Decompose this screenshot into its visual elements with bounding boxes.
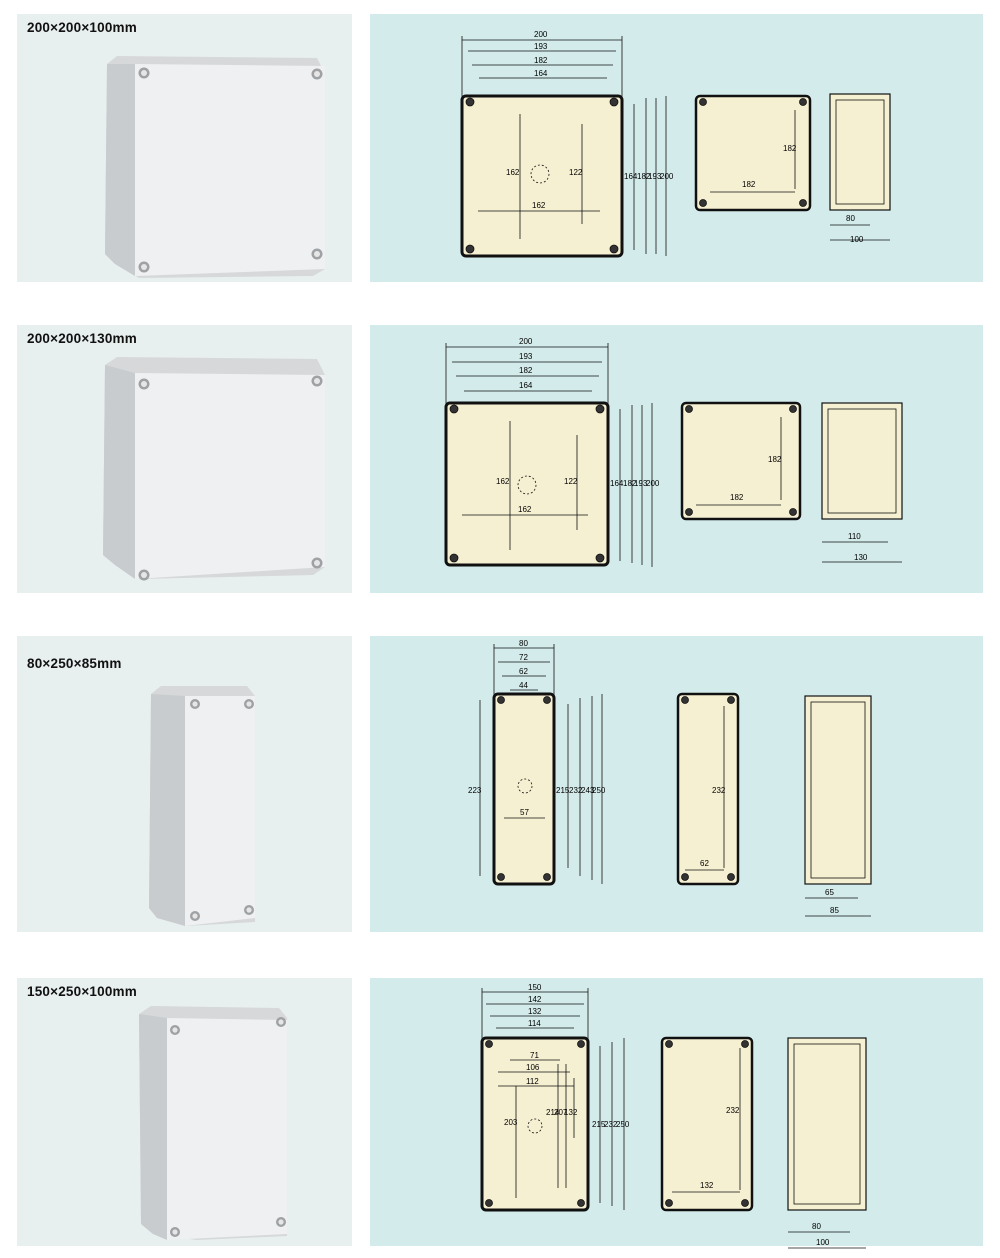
dim-label: 203 [504, 1118, 518, 1127]
product-row-3: 80×250×85mm [0, 636, 1000, 932]
technical-drawing-panel: 200 193 182 164 162 122 162 164 182 193 … [370, 325, 983, 593]
enclosure-photo [103, 357, 325, 581]
dim-label: 100 [850, 235, 864, 244]
technical-drawing [460, 36, 891, 258]
enclosure-photo [139, 1006, 287, 1240]
product-size-label: 200×200×130mm [27, 331, 137, 346]
dim-label: 162 [518, 505, 532, 514]
dim-label: 150 [528, 983, 542, 992]
dim-label: 193 [519, 352, 533, 361]
dim-label: 232 [726, 1106, 740, 1115]
dim-label: 164 [624, 172, 638, 181]
dim-label: 182 [730, 493, 744, 502]
dim-label: 80 [519, 639, 528, 648]
product-photo-panel: 200×200×100mm [17, 14, 352, 282]
product-row-1: 200×200×100mm [0, 14, 1000, 282]
product-photo-panel: 80×250×85mm [17, 636, 352, 932]
dim-label: 164 [519, 381, 533, 390]
dim-label: 232 [604, 1120, 618, 1129]
dim-label: 85 [830, 906, 839, 915]
technical-drawing-panel: 200 193 182 164 162 122 162 164 182 193 … [370, 14, 983, 282]
product-size-label: 150×250×100mm [27, 984, 137, 999]
dim-label: 182 [534, 56, 548, 65]
dim-label: 214 [546, 1108, 560, 1117]
dim-label: 162 [496, 477, 510, 486]
product-size-label: 80×250×85mm [27, 656, 122, 671]
dim-label: 122 [564, 477, 578, 486]
product-row-2: 200×200×130mm [0, 325, 1000, 593]
dim-label: 182 [519, 366, 533, 375]
dim-label: 132 [528, 1007, 542, 1016]
dim-label: 200 [534, 30, 548, 39]
dim-label: 162 [506, 168, 520, 177]
dim-label: 57 [520, 808, 529, 817]
technical-drawing-panel: 80 72 62 44 223 57 215 232 243 250 232 6… [370, 636, 983, 932]
dimension-labels: 150 142 132 114 71 106 112 203 214 207 1… [370, 978, 983, 1247]
dim-label: 182 [742, 180, 756, 189]
dim-label: 193 [534, 42, 548, 51]
technical-drawing [479, 644, 872, 917]
dim-label: 250 [616, 1120, 630, 1129]
dim-label: 182 [637, 172, 651, 181]
dim-label: 200 [646, 479, 660, 488]
dim-label: 182 [768, 455, 782, 464]
dim-label: 182 [623, 479, 637, 488]
dim-label: 62 [700, 859, 709, 868]
dim-label: 162 [532, 201, 546, 210]
enclosure-photo [149, 686, 255, 926]
dim-label: 142 [528, 995, 542, 1004]
product-photo-panel: 200×200×130mm [17, 325, 352, 593]
dim-label: 80 [846, 214, 855, 223]
dim-label: 200 [660, 172, 674, 181]
dim-label: 207 [554, 1108, 568, 1117]
dim-label: 110 [848, 532, 861, 541]
technical-drawing-panel: 150 142 132 114 71 106 112 203 214 207 1… [370, 978, 983, 1249]
dim-label: 193 [648, 172, 662, 181]
dimension-labels: 200 193 182 164 162 122 162 164 182 193 … [370, 14, 983, 282]
dim-label: 62 [519, 667, 528, 676]
dim-label: 193 [634, 479, 648, 488]
dim-label: 182 [783, 144, 797, 153]
dim-label: 65 [825, 888, 834, 897]
dim-label: 215 [592, 1120, 606, 1129]
dim-label: 71 [530, 1051, 539, 1060]
dim-label: 164 [610, 479, 624, 488]
dim-label: 114 [528, 1019, 541, 1028]
dim-label: 106 [526, 1063, 540, 1072]
product-photo-panel: 150×250×100mm [17, 978, 352, 1246]
dim-label: 80 [812, 1222, 821, 1231]
dim-label: 132 [700, 1181, 714, 1190]
enclosure-photo [105, 56, 325, 278]
technical-drawing [444, 343, 903, 567]
dim-label: 243 [581, 786, 595, 795]
dimension-labels: 80 72 62 44 223 57 215 232 243 250 232 6… [370, 636, 983, 932]
dim-label: 232 [712, 786, 726, 795]
dimension-labels: 200 193 182 164 162 122 162 164 182 193 … [370, 325, 983, 593]
dim-label: 100 [816, 1238, 830, 1247]
dim-label: 132 [564, 1108, 578, 1117]
dim-label: 223 [468, 786, 482, 795]
dim-label: 215 [556, 786, 570, 795]
dim-label: 44 [519, 681, 528, 690]
dim-label: 130 [854, 553, 868, 562]
technical-drawing [480, 988, 867, 1249]
dim-label: 72 [519, 653, 528, 662]
dim-label: 232 [569, 786, 583, 795]
dim-label: 250 [592, 786, 606, 795]
dim-label: 122 [569, 168, 583, 177]
product-row-4: 150×250×100mm [0, 978, 1000, 1249]
product-size-label: 200×200×100mm [27, 20, 137, 35]
dim-label: 164 [534, 69, 548, 78]
dim-label: 112 [526, 1077, 539, 1086]
dim-label: 200 [519, 337, 533, 346]
